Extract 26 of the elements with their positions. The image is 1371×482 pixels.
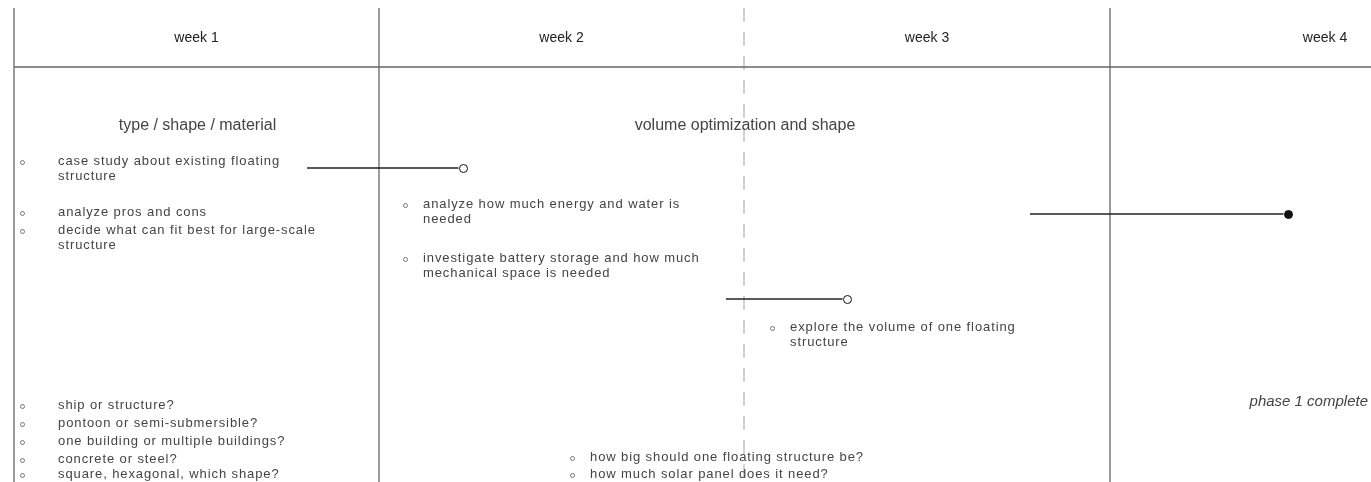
milestone-circle xyxy=(842,294,852,304)
milestone-note: phase 1 complete xyxy=(1248,392,1368,410)
task-item: ship or structure? xyxy=(58,397,176,412)
task-item: one building or multiple buildings? xyxy=(58,433,287,448)
task-item: analyze pros and cons xyxy=(58,204,208,219)
task-item: pontoon or semi-submersible? xyxy=(58,415,260,430)
task-item: analyze how much energy and water is needed xyxy=(423,196,682,226)
task-item: explore the volume of one floating structure xyxy=(790,319,1017,349)
task-item: how big should one floating structure be? xyxy=(590,449,865,464)
timeline-line xyxy=(725,298,844,300)
task-item: investigate battery storage and how much mechanical space is needed xyxy=(423,250,701,280)
task-item: case study about existing floating structure xyxy=(58,153,282,183)
phase-heading: type / shape / material xyxy=(117,115,278,135)
phase-heading: volume optimization and shape xyxy=(633,115,857,135)
week-header: week 2 xyxy=(538,28,585,46)
task-item: decide what can fit best for large-scale structure xyxy=(58,222,317,252)
task-item: square, hexagonal, which shape? xyxy=(58,466,281,481)
milestone-dot xyxy=(1283,209,1293,219)
timeline-line xyxy=(1029,213,1285,215)
task-item: concrete or steel? xyxy=(58,451,179,466)
task-item: how much solar panel does it need? xyxy=(590,466,830,481)
week-header: week 1 xyxy=(173,28,220,46)
week-header: week 4 xyxy=(1301,28,1349,46)
week-header: week 3 xyxy=(903,28,951,46)
timeline-line xyxy=(306,167,460,169)
milestone-circle xyxy=(458,163,468,173)
